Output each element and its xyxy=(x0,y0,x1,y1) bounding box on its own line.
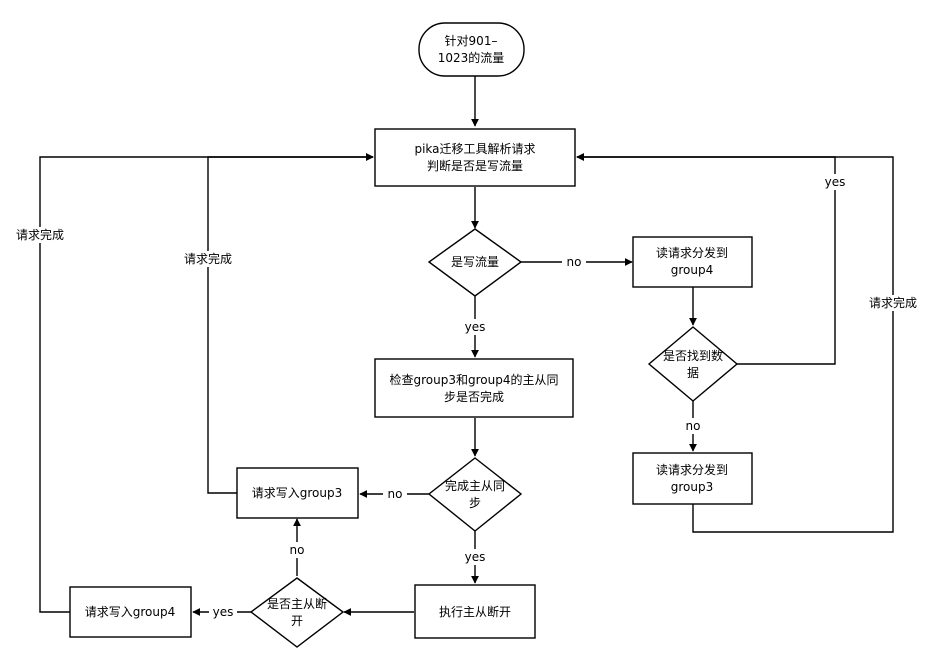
node-is-write: 是写流量 xyxy=(427,228,523,297)
edge-write-g3-done xyxy=(207,153,374,494)
node-start-line-2: 1023的流量 xyxy=(438,50,505,65)
edge-label-is-write-yes: yes xyxy=(465,320,486,334)
node-read-g3-line-1: 读请求分发到 xyxy=(656,462,728,477)
edge-label-write-g3-done: 请求完成 xyxy=(184,251,232,266)
edge-labels: no yes yes no 请求完成 no yes 请求完成 no yes 请求… xyxy=(12,174,920,620)
node-start: 针对901– 1023的流量 xyxy=(418,22,525,77)
node-is-write-line-1: 是写流量 xyxy=(451,255,499,269)
node-is-disconnected-line-2: 开 xyxy=(291,614,303,628)
node-parse: pika迁移工具解析请求 判断是否是写流量 xyxy=(374,128,576,187)
edge-label-is-write-no: no xyxy=(567,255,582,269)
node-write-g4: 请求写入group4 xyxy=(69,586,192,638)
edge-write-g4-done xyxy=(39,153,374,613)
edge-label-write-g4-done: 请求完成 xyxy=(16,227,64,242)
node-sync-done-line-1: 完成主从同 xyxy=(445,478,505,493)
node-write-g3: 请求写入group3 xyxy=(236,467,359,519)
node-found: 是否找到数 据 xyxy=(647,326,739,402)
edge-label-found-yes: yes xyxy=(825,175,846,189)
node-read-g4-line-2: group4 xyxy=(671,263,714,277)
edge-label-sync-no: no xyxy=(388,487,403,501)
node-found-line-1: 是否找到数 xyxy=(663,348,723,363)
nodes: 针对901– 1023的流量 pika迁移工具解析请求 判断是否是写流量 是写流… xyxy=(69,22,753,648)
edge-read-g3-done xyxy=(576,153,894,533)
node-disconnect: 执行主从断开 xyxy=(414,584,536,639)
node-is-disconnected: 是否主从断 开 xyxy=(249,577,345,648)
node-parse-line-1: pika迁移工具解析请求 xyxy=(414,142,535,156)
node-start-line-1: 针对901– xyxy=(445,33,498,48)
edge-label-disc-yes: yes xyxy=(213,605,234,619)
node-read-g4-line-1: 读请求分发到 xyxy=(656,245,728,260)
node-parse-line-2: 判断是否是写流量 xyxy=(427,158,523,173)
node-is-disconnected-line-1: 是否主从断 xyxy=(267,596,327,611)
edge-label-found-no: no xyxy=(686,419,701,433)
edge-label-disc-no: no xyxy=(290,543,305,557)
node-check-sync-line-1: 检查group3和group4的主从同 xyxy=(390,372,559,387)
node-write-g4-line-1: 请求写入group4 xyxy=(85,605,176,619)
node-sync-done-line-2: 步 xyxy=(469,496,481,510)
node-write-g3-line-1: 请求写入group3 xyxy=(252,486,343,500)
node-disconnect-line-1: 执行主从断开 xyxy=(439,604,511,619)
node-read-g4: 读请求分发到 group4 xyxy=(632,236,753,288)
node-sync-done: 完成主从同 步 xyxy=(427,457,523,532)
edge-label-sync-yes: yes xyxy=(465,550,486,564)
node-check-sync-line-2: 步是否完成 xyxy=(444,389,504,404)
node-check-sync: 检查group3和group4的主从同 步是否完成 xyxy=(374,358,574,418)
edge-label-read-g3-done: 请求完成 xyxy=(869,295,917,310)
node-read-g3-line-2: group3 xyxy=(671,480,714,494)
node-read-g3: 读请求分发到 group3 xyxy=(632,452,753,505)
node-found-line-2: 据 xyxy=(687,366,699,380)
